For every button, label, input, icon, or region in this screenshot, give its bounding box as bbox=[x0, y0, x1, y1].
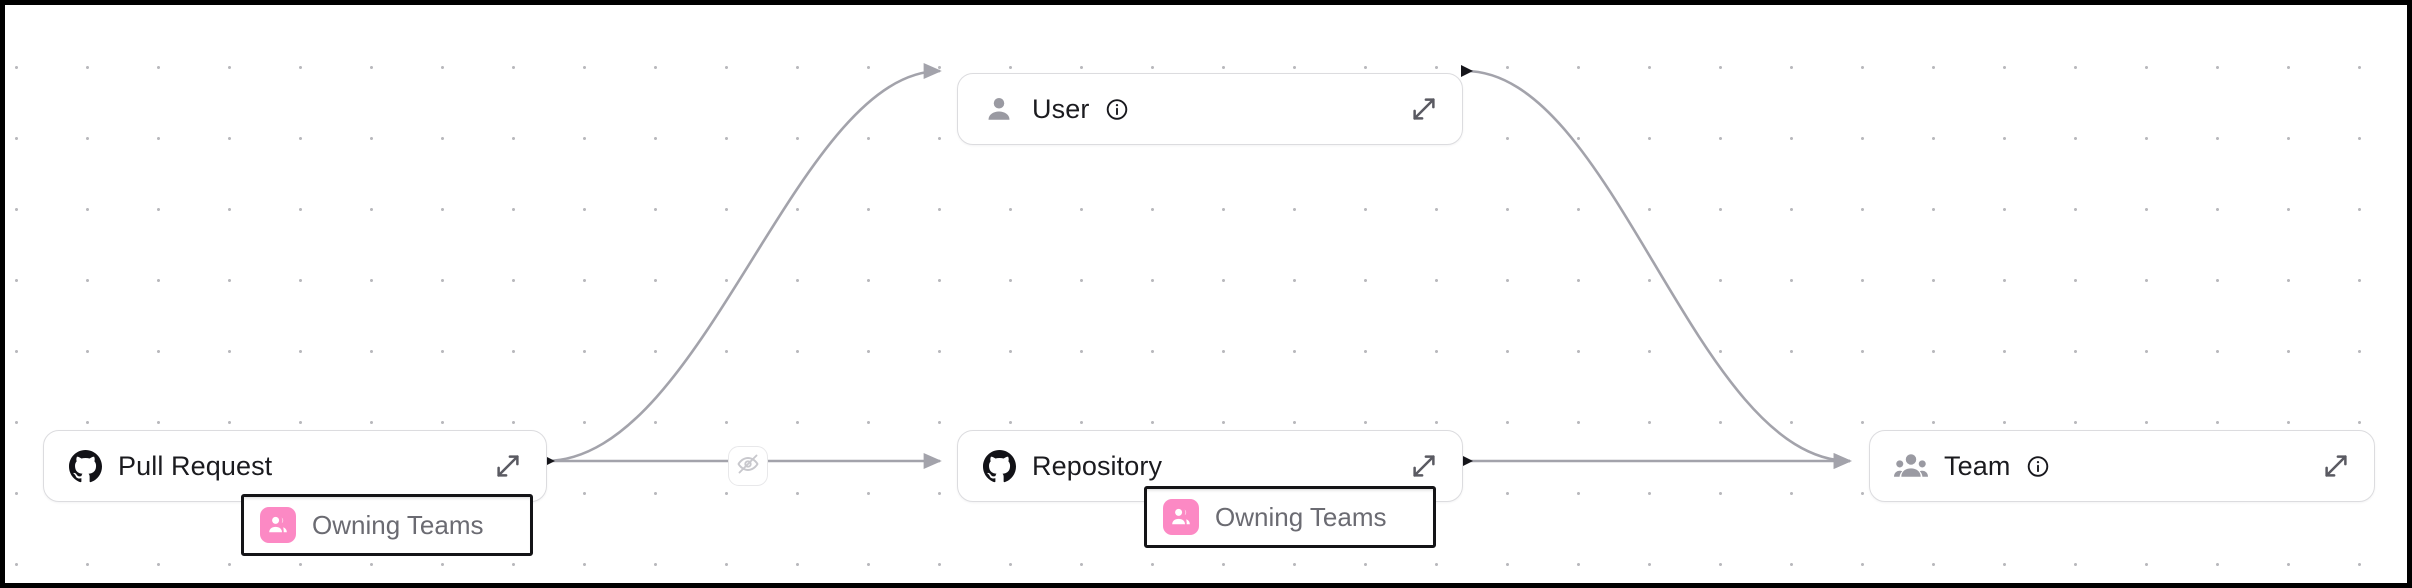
expand-diagonal-icon[interactable] bbox=[1408, 93, 1440, 125]
edge-pull-request-to-user bbox=[544, 63, 942, 463]
people-group-icon bbox=[1894, 449, 1928, 483]
attribute-card-owning-teams-pull-request[interactable]: Owning Teams bbox=[241, 494, 533, 556]
github-icon bbox=[68, 449, 102, 483]
node-label: Repository bbox=[1032, 450, 1163, 481]
owning-teams-icon bbox=[260, 507, 296, 543]
attribute-card-owning-teams-repository[interactable]: Owning Teams bbox=[1144, 486, 1436, 548]
owning-teams-icon bbox=[1163, 499, 1199, 535]
node-team[interactable]: Team bbox=[1869, 430, 2375, 502]
info-circle-icon[interactable] bbox=[1105, 97, 1129, 121]
eye-off-icon bbox=[736, 452, 760, 481]
github-icon bbox=[982, 449, 1016, 483]
edge-source-marker-user bbox=[1461, 65, 1473, 77]
person-icon bbox=[982, 92, 1016, 126]
node-pull-request[interactable]: Pull Request bbox=[43, 430, 547, 502]
expand-diagonal-icon[interactable] bbox=[1408, 450, 1440, 482]
expand-diagonal-icon[interactable] bbox=[2320, 450, 2352, 482]
node-label: Team bbox=[1944, 450, 2011, 481]
node-label: Pull Request bbox=[118, 450, 273, 481]
attribute-card-label: Owning Teams bbox=[1215, 501, 1387, 532]
expand-diagonal-icon[interactable] bbox=[492, 450, 524, 482]
hide-edge-toggle[interactable] bbox=[728, 446, 768, 486]
node-label: User bbox=[1032, 93, 1090, 124]
attribute-card-label: Owning Teams bbox=[312, 509, 484, 540]
info-circle-icon[interactable] bbox=[2026, 454, 2050, 478]
edge-user-to-team bbox=[1464, 69, 1852, 469]
node-user[interactable]: User bbox=[957, 73, 1463, 145]
